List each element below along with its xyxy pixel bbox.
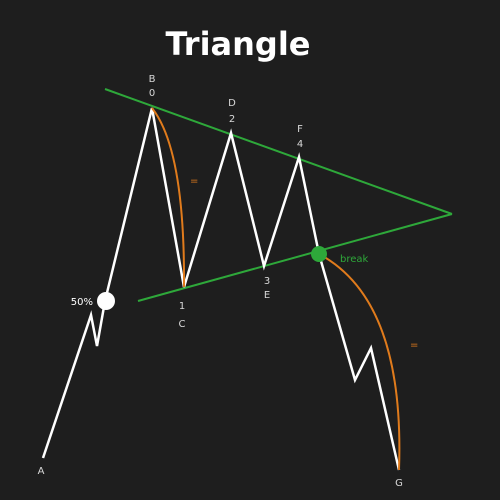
equal-marker-2: = bbox=[410, 340, 418, 351]
label-d-number: 2 bbox=[229, 114, 235, 125]
label-c-letter: C bbox=[179, 319, 186, 330]
price-line bbox=[41, 107, 401, 471]
label-a: A bbox=[38, 466, 45, 477]
measure-arc-bc bbox=[151, 107, 186, 288]
measure-arc-breakout bbox=[318, 253, 401, 471]
label-e-number: 3 bbox=[264, 276, 270, 287]
label-b-number: 0 bbox=[149, 88, 155, 99]
lower-trendline bbox=[137, 213, 453, 302]
label-f-number: 4 bbox=[297, 139, 303, 150]
upper-trendline bbox=[104, 88, 453, 215]
breakout-label: break bbox=[340, 254, 369, 265]
breakout-dot bbox=[311, 246, 327, 262]
page-title: Triangle bbox=[165, 25, 310, 63]
equal-marker-1: = bbox=[190, 176, 198, 187]
label-e-letter: E bbox=[264, 290, 270, 301]
label-f-letter: F bbox=[297, 124, 303, 135]
label-d-letter: D bbox=[228, 98, 236, 109]
retracement-label: 50% bbox=[71, 297, 93, 308]
label-c-number: 1 bbox=[179, 301, 185, 312]
retracement-dot bbox=[97, 292, 115, 310]
label-g: G bbox=[395, 478, 403, 489]
label-b-letter: B bbox=[149, 74, 156, 85]
